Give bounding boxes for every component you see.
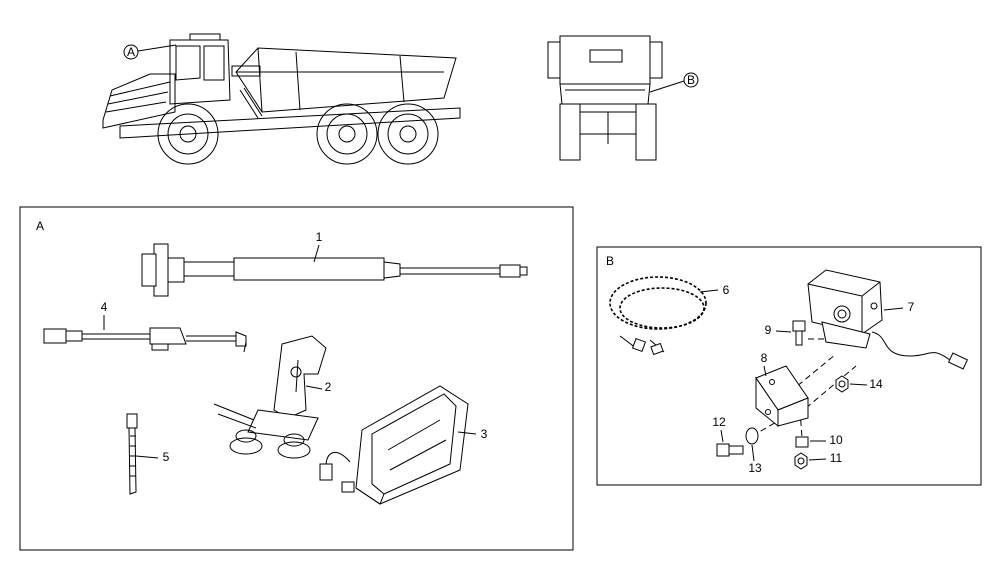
part-5-cable-tie [126,413,138,495]
part-2-label: 2 [325,380,332,394]
callout-b-label: B [687,73,695,87]
part-3-label: 3 [481,427,488,441]
part-14-label: 14 [869,377,883,391]
truck-side-view: A [102,33,461,165]
rear-wheel [377,103,439,165]
callout-a-label: A [127,45,135,59]
part-9-bolt [792,320,806,346]
part-1-cable [141,243,528,297]
part-6-coiled-cable [609,276,707,356]
part-8-bracket [755,365,809,428]
front-wheel [157,103,219,165]
part-12-label: 12 [712,415,726,429]
part-4-cable [43,327,247,353]
part-10-spacer [795,436,809,448]
part-14-nut [835,375,849,393]
part-9-label: 9 [765,323,772,337]
part-7-camera [807,269,969,370]
part-3-monitor [319,385,469,505]
middle-wheel [316,103,378,165]
part-10-label: 10 [829,433,843,447]
panel-b: B 6 7 [596,246,982,486]
panel-a-label: A [36,219,44,233]
panel-a: A 1 4 [19,206,574,551]
part-1-label: 1 [316,230,323,244]
callout-b-circle [683,72,699,88]
part-6-label: 6 [723,283,730,297]
part-8-label: 8 [761,351,768,365]
part-5-label: 5 [163,450,170,464]
part-7-label: 7 [908,300,915,314]
part-4-label: 4 [101,300,108,314]
part-11-nut [794,452,808,470]
truck-rear-view: B [547,35,699,161]
part-12-bolt [716,443,744,457]
part-13-label: 13 [748,461,762,475]
part-13-washer [745,427,759,445]
part-11-label: 11 [830,451,843,465]
part-2-bracket [213,335,327,459]
panel-b-label: B [606,254,614,268]
callout-a-circle [123,44,139,60]
